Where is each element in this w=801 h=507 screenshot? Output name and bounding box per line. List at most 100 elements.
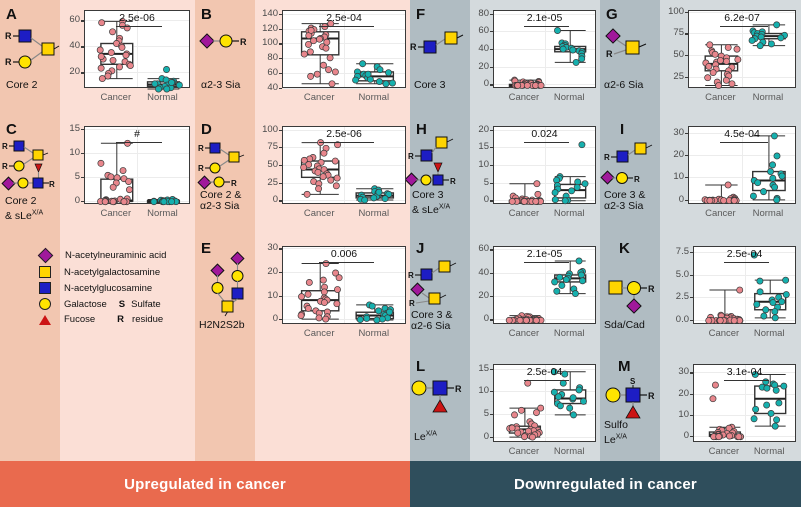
y-axis-tick-B: 80 [267, 52, 278, 64]
plot-data-A [96, 17, 183, 93]
data-point [322, 315, 330, 323]
data-point [716, 56, 724, 64]
y-axis-tick-J: 60 [478, 243, 489, 255]
data-point [163, 85, 171, 93]
y-axis-tick-K: 7.5 [675, 246, 689, 258]
y-axis-tickmark [489, 368, 493, 370]
data-point [562, 276, 570, 284]
data-point [704, 74, 712, 82]
panel-name-text: α2-6 Sia [604, 79, 644, 91]
p-value-G: 6.2e-07 [724, 12, 760, 24]
p-value-D: 2.5e-06 [326, 128, 362, 140]
data-point [724, 181, 732, 189]
gridline-vertical [544, 127, 546, 203]
y-axis-tickmark [489, 66, 493, 68]
data-point [125, 186, 133, 194]
x-axis-label-normal: Normal [553, 446, 585, 457]
data-point [760, 312, 768, 320]
data-point [386, 308, 393, 316]
y-axis-tickmark [278, 165, 282, 167]
legend-item-fucose: Fucose R residue [38, 314, 163, 325]
x-axis-label-cancer: Cancer [705, 92, 736, 103]
y-axis-tickmark [489, 272, 493, 274]
data-point [569, 46, 577, 54]
significance-bar-C [115, 142, 163, 143]
data-point [101, 198, 109, 206]
p-value-H: 0.024 [531, 128, 558, 140]
data-point [319, 276, 327, 284]
gridline-vertical [544, 11, 546, 87]
significance-bar-F [523, 26, 570, 27]
data-point [763, 384, 771, 392]
y-axis-tick-B: 120 [262, 22, 278, 34]
y-axis-tick-G: 100 [668, 5, 684, 17]
data-point [534, 190, 542, 198]
y-axis-tick-C: 5 [74, 170, 80, 182]
gridline-vertical [137, 11, 138, 87]
y-axis-tickmark [278, 319, 282, 321]
data-point [579, 277, 586, 285]
svg-text:R: R [648, 391, 655, 401]
y-axis-tickmark [684, 177, 688, 179]
data-point [320, 299, 328, 306]
panel-letter-K: K [619, 240, 630, 257]
data-point [373, 316, 381, 324]
data-point [735, 433, 743, 441]
data-point [559, 45, 567, 53]
y-axis-tickmark [684, 199, 688, 201]
data-point [569, 394, 577, 402]
x-axis-label-normal: Normal [358, 92, 390, 103]
data-point [363, 314, 371, 322]
data-point [749, 192, 757, 200]
data-point [326, 54, 334, 62]
panel-letter-M: M [618, 358, 631, 375]
significance-bar-E [319, 262, 374, 263]
gridline-vertical [744, 365, 746, 441]
glycan-structure-L: R [411, 380, 462, 413]
data-point [378, 315, 386, 323]
y-axis-tickmark [278, 147, 282, 149]
y-axis-tick-M: 10 [678, 408, 689, 420]
data-point [726, 432, 734, 440]
x-axis-label-normal: Normal [753, 446, 785, 457]
y-axis-tickmark [80, 152, 84, 154]
data-point [327, 176, 335, 184]
y-axis-tickmark [689, 297, 693, 299]
panel-letter-B: B [201, 6, 212, 23]
data-point [551, 189, 559, 197]
circle-yellow-icon [39, 298, 51, 310]
data-point [332, 182, 340, 190]
data-point [753, 300, 761, 308]
data-point [736, 286, 744, 294]
panel-name-B: α2-3 Sia [201, 80, 240, 91]
gridline-vertical [344, 247, 345, 323]
data-point [773, 196, 781, 204]
y-axis-tick-M: 30 [678, 366, 689, 378]
svg-text:R: R [450, 177, 456, 186]
data-point [754, 179, 762, 187]
y-axis-tickmark [689, 372, 693, 374]
y-axis-tick-E: 0 [272, 313, 278, 325]
plot-data-C [97, 139, 181, 206]
significance-bar-J [523, 262, 570, 263]
p-value-A: 2.5e-06 [119, 12, 155, 24]
strip-label-col1 [0, 0, 60, 461]
data-point [98, 19, 106, 27]
data-point [316, 35, 323, 43]
data-point [320, 288, 328, 296]
gridline-vertical [742, 127, 743, 203]
data-point [97, 53, 105, 60]
data-point [315, 185, 323, 193]
strip-label-col2 [195, 0, 255, 461]
x-axis-label-normal: Normal [752, 208, 784, 219]
svg-text:R: R [231, 179, 237, 188]
panel-name-text: Core 2 &α2-3 Sia [200, 189, 242, 212]
y-axis-tickmark [689, 274, 693, 276]
plot-data-M [708, 371, 788, 441]
svg-text:R: R [648, 284, 655, 294]
data-point [109, 183, 117, 191]
data-point [307, 26, 315, 34]
y-axis-tick-C: 10 [69, 146, 80, 158]
data-point [126, 62, 134, 70]
y-axis-tickmark [689, 393, 693, 395]
